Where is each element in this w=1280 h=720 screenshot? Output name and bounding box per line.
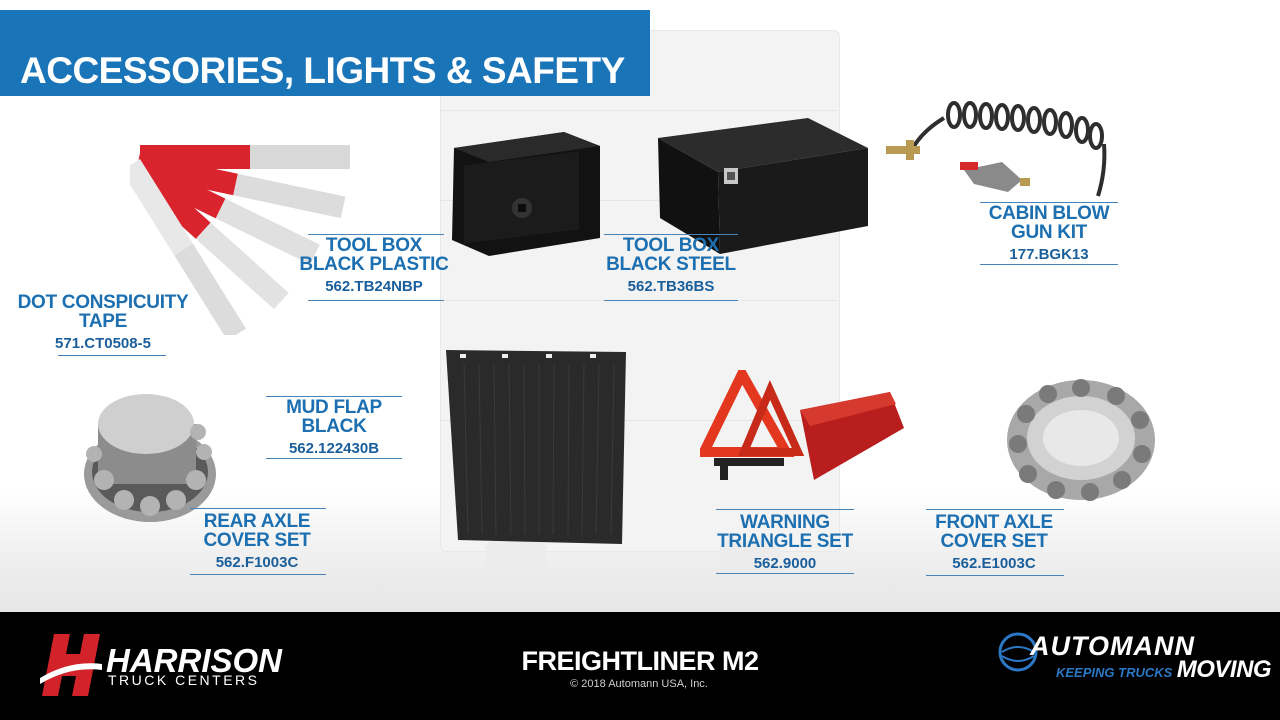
truck-wheel — [720, 540, 780, 576]
label-underline — [266, 458, 402, 459]
label-code: 562.F1003C — [215, 554, 299, 571]
cabin-blow-gun-kit-image — [886, 101, 1107, 197]
truck-panel-line — [440, 420, 838, 421]
label-tool-box-plastic: TOOL BOX BLACK PLASTIC 562.TB24NBP — [292, 234, 456, 301]
label-overline — [190, 508, 326, 509]
label-name-line1: CABIN BLOW — [988, 203, 1110, 224]
harrison-subtitle: TRUCK CENTERS — [108, 672, 260, 688]
label-rear-axle-cover-set: REAR AXLE COVER SET 562.F1003C — [186, 508, 328, 575]
label-overline — [926, 509, 1064, 510]
product-stage: ACCESSORIES, LIGHTS & SAFETY DOT CONSPIC… — [0, 0, 1280, 612]
label-code: 562.122430B — [288, 440, 380, 457]
label-underline — [926, 575, 1064, 576]
rear-axle-cover-image — [84, 394, 216, 522]
label-name-line1: WARNING — [740, 512, 830, 533]
model-title: FREIGHTLINER M2 — [521, 646, 759, 676]
label-code: 562.TB36BS — [627, 278, 715, 295]
label-code: 562.TB24NBP — [325, 278, 423, 295]
label-overline — [266, 396, 402, 397]
truck-panel-line — [440, 200, 838, 201]
truck-panel-line — [440, 110, 838, 111]
copyright-text: © 2018 Automann USA, Inc. — [570, 678, 708, 690]
automann-tagline-1: KEEPING TRUCKS — [1056, 665, 1173, 680]
label-dot-conspicuity-tape: DOT CONSPICUITY TAPE 571.CT0508-5 — [10, 292, 196, 356]
label-name-line2: BLACK — [301, 416, 367, 437]
label-name-line2: COVER SET — [203, 530, 311, 551]
label-underline — [604, 300, 738, 301]
label-overline — [604, 234, 738, 235]
label-name-line2: BLACK STEEL — [606, 254, 736, 275]
label-underline — [308, 300, 444, 301]
label-mud-flap: MUD FLAP BLACK 562.122430B — [264, 396, 404, 459]
truck-wheel — [486, 540, 546, 576]
label-front-axle-cover-set: FRONT AXLE COVER SET 562.E1003C — [924, 509, 1064, 576]
label-name-line1: REAR AXLE — [203, 511, 311, 532]
automann-globe-icon — [998, 632, 1038, 672]
label-name-line2: BLACK PLASTIC — [299, 254, 449, 275]
warning-triangle-set-image — [700, 370, 904, 480]
automann-tagline: KEEPING TRUCKS MOVING — [1056, 656, 1272, 684]
label-name-line1: MUD FLAP — [286, 397, 382, 418]
label-name-line2: COVER SET — [940, 531, 1048, 552]
harrison-logo-icon — [40, 634, 102, 696]
label-cabin-blow-gun-kit: CABIN BLOW GUN KIT 177.BGK13 — [980, 202, 1118, 265]
label-underline — [190, 574, 326, 575]
label-name-line2: GUN KIT — [1010, 222, 1087, 243]
mud-flap-image — [446, 350, 626, 544]
automann-tagline-2: MOVING — [1176, 656, 1272, 683]
harrison-name: HARRISON — [106, 642, 283, 679]
label-underline — [58, 355, 166, 356]
tool-box-plastic-image — [452, 132, 600, 256]
front-axle-cover-image — [1007, 379, 1155, 501]
label-warning-triangle-set: WARNING TRIANGLE SET 562.9000 — [712, 509, 858, 574]
label-tool-box-steel: TOOL BOX BLACK STEEL 562.TB36BS — [596, 234, 746, 301]
footer-bar: HARRISON TRUCK CENTERS FREIGHTLINER M2 ©… — [0, 612, 1280, 720]
title-banner: ACCESSORIES, LIGHTS & SAFETY — [0, 10, 650, 96]
label-overline — [308, 234, 444, 235]
label-code: 571.CT0508-5 — [55, 335, 151, 352]
label-name-line2: TAPE — [78, 311, 128, 332]
automann-name: AUTOMANN — [1030, 631, 1195, 661]
label-name-line2: TRIANGLE SET — [717, 531, 853, 552]
label-name-line1: DOT CONSPICUITY — [17, 292, 189, 313]
label-name-line1: TOOL BOX — [325, 235, 423, 256]
label-name-line1: TOOL BOX — [622, 235, 720, 256]
dot-conspicuity-tape-image — [130, 145, 350, 335]
label-code: 177.BGK13 — [1009, 246, 1089, 263]
label-code: 562.E1003C — [952, 555, 1036, 572]
label-underline — [980, 264, 1118, 265]
page-title: ACCESSORIES, LIGHTS & SAFETY — [20, 50, 625, 91]
label-overline — [980, 202, 1118, 203]
label-underline — [716, 573, 854, 574]
label-overline — [716, 509, 854, 510]
label-name-line1: FRONT AXLE — [935, 512, 1053, 533]
label-code: 562.9000 — [753, 555, 817, 572]
tool-box-steel-image — [658, 118, 868, 254]
